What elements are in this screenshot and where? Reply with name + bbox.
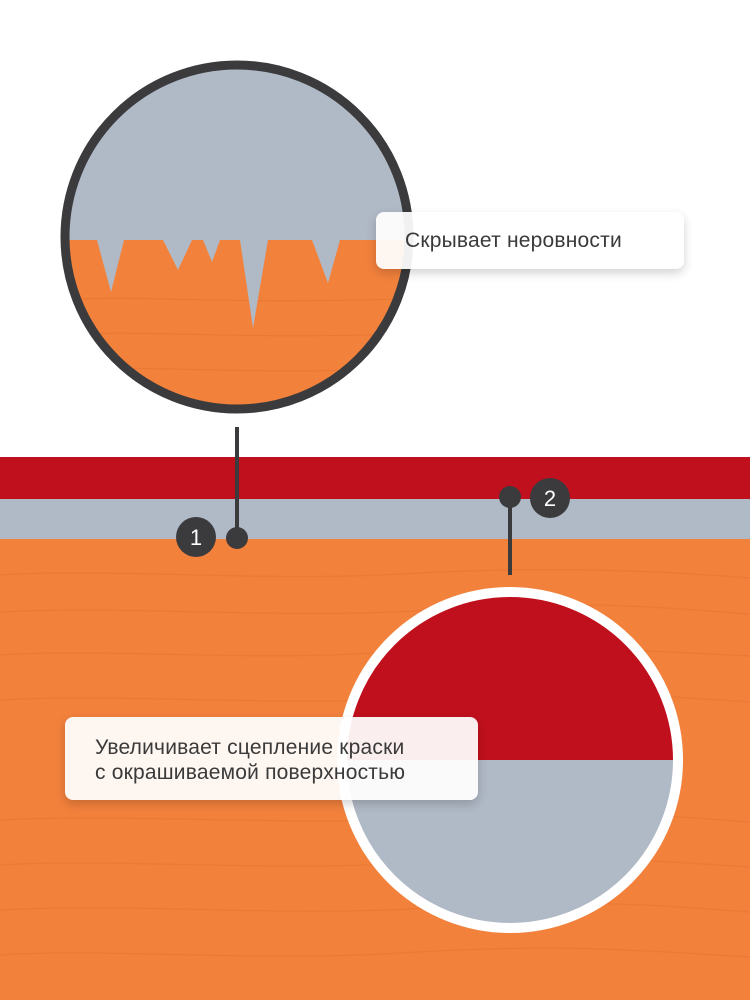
marker-1-label: 1 <box>190 525 202 550</box>
marker-2-label: 2 <box>544 486 556 511</box>
primer-fill <box>65 65 409 328</box>
pin-1 <box>226 527 248 549</box>
leader-2 <box>499 486 521 575</box>
callout-hides-unevenness: Скрывает неровности <box>376 212 684 269</box>
callout-2-line-1: Увеличивает сцепление краски <box>95 736 405 759</box>
pin-2 <box>499 486 521 508</box>
callout-improves-adhesion: Увеличивает сцепление краски с окрашивае… <box>65 717 478 800</box>
primer-layer <box>0 499 750 539</box>
zoom-lens-1 <box>60 60 414 414</box>
marker-1: 1 <box>176 517 216 557</box>
callout-2-line-2: с окрашиваемой поверхностью <box>95 761 406 784</box>
marker-2: 2 <box>530 478 570 518</box>
callout-1-text: Скрывает неровности <box>405 229 622 252</box>
leader-1 <box>226 427 248 549</box>
paint-layer <box>0 457 750 499</box>
